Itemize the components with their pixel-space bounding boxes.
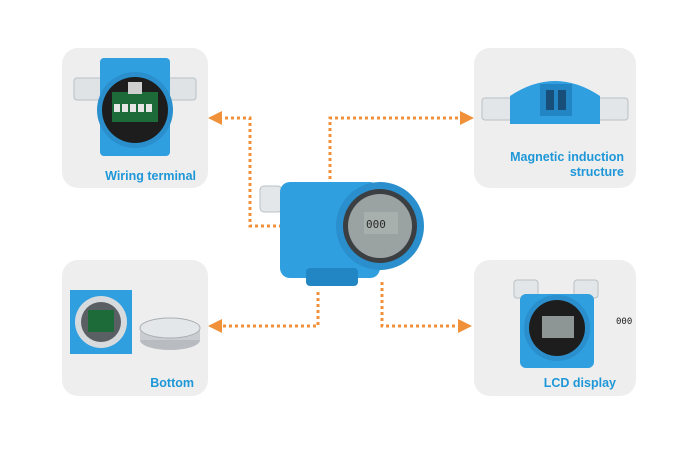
lcd-display-image xyxy=(513,279,599,368)
bottom-label: Bottom xyxy=(150,376,194,390)
connector-lcd xyxy=(380,282,458,328)
panel-magnetic-induction: Magnetic induction structure xyxy=(474,48,636,188)
magnetic-induction-image xyxy=(481,81,629,124)
arrowhead-magnetic xyxy=(460,111,474,125)
arrowhead-bottom xyxy=(208,319,222,333)
center-lcd-reading: 000 xyxy=(366,218,386,231)
panel-lcd-display: 000 LCD display xyxy=(474,260,636,396)
wiring-terminal-label: Wiring terminal xyxy=(105,169,196,183)
magnetic-induction-label: Magnetic induction structure xyxy=(510,150,624,180)
connector-magnetic xyxy=(328,116,462,185)
wiring-terminal-image xyxy=(73,58,197,156)
lcd-reading-small: 000 xyxy=(616,317,633,327)
transmitter-device-image xyxy=(259,182,424,286)
arrowhead-lcd xyxy=(458,319,472,333)
panel-bottom: Bottom xyxy=(62,260,208,396)
lcd-display-label: LCD display xyxy=(543,376,616,390)
panel-wiring-terminal: Wiring terminal xyxy=(62,48,208,188)
magnetic-induction-label-line2: structure xyxy=(569,165,624,179)
bottom-image xyxy=(70,290,201,354)
connector-bottom xyxy=(222,292,320,328)
arrowhead-wiring xyxy=(208,111,222,125)
magnetic-induction-label-line1: Magnetic induction xyxy=(510,150,624,164)
connector-wiring xyxy=(222,116,282,228)
